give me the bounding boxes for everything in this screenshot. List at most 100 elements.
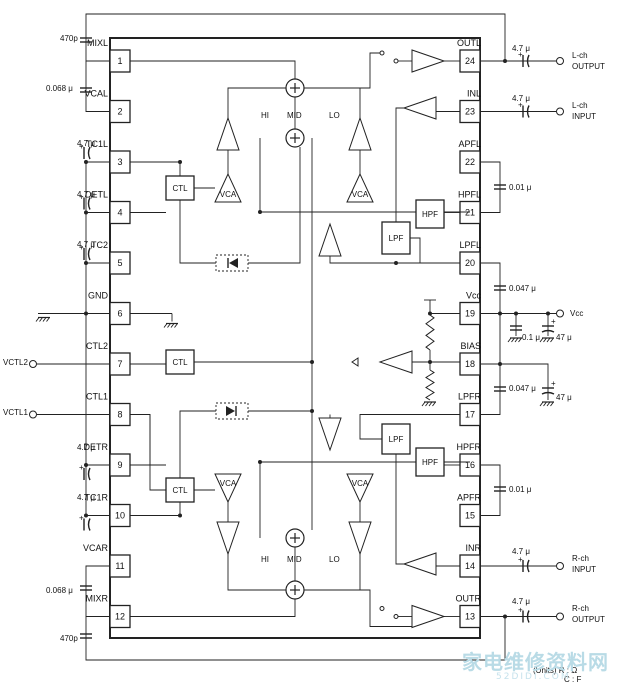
vca-label: VCA (352, 479, 369, 488)
cap-tc2-value: 4.7 μ (77, 240, 95, 249)
cap-inr-plus: + (518, 555, 523, 564)
lo-amp-bottom (348, 521, 372, 556)
junction (428, 360, 432, 364)
w (227, 554, 286, 591)
ctl-middle (165, 349, 195, 375)
pin-label-lpfl: LPFL (459, 240, 481, 250)
cap-tc1l-value: 4.7 μ (77, 139, 95, 148)
undefined-b (87, 146, 91, 160)
pin-number: 17 (465, 410, 475, 420)
w (395, 454, 404, 565)
ground-hatch (514, 337, 519, 343)
pin-label-tc2: TC2 (91, 240, 108, 250)
lpf-bottom (381, 423, 411, 455)
buffer-bottom (318, 417, 342, 452)
cap-outr-plus: + (518, 606, 523, 615)
w (480, 464, 501, 516)
ground-hatch (35, 317, 40, 322)
ground-hatch (543, 401, 547, 407)
ctl-top (165, 175, 195, 201)
pin-number: 5 (117, 258, 122, 268)
lch-input-label: L-ch (572, 101, 588, 110)
cap-01-value: 0.1 μ (522, 333, 540, 342)
cap-470p-top-value: 470p (60, 34, 78, 43)
pin-number: 13 (465, 612, 475, 622)
junction (428, 311, 432, 316)
pin-label-detr: DETR (84, 442, 109, 452)
bias-out-arrow (351, 357, 359, 367)
hi-to-mix (227, 87, 286, 118)
undefined-plus: + (79, 142, 84, 151)
hpf-top-label: HPF (422, 210, 438, 219)
cap-001-left-value: 0.01 μ (509, 183, 532, 192)
pin-label-ctl2: CTL2 (86, 341, 108, 351)
mix-in (130, 60, 296, 79)
cap-47u-bias-b (541, 391, 555, 395)
junction (394, 261, 398, 265)
undefined-b (87, 197, 91, 210)
ground-hatch (546, 401, 551, 407)
cap-tc1r-value: 4.7 μ (77, 493, 95, 502)
vcc-label: Vcc (570, 309, 583, 318)
ground-hatch (46, 317, 50, 322)
cap-47u-vcc-value: 47 μ (556, 333, 572, 342)
junction (258, 210, 262, 214)
cap-0047-right-value: 0.047 μ (509, 384, 536, 393)
cap-47u-bias-value: 47 μ (556, 393, 572, 402)
pin-label-bias: BIAS (460, 341, 481, 351)
switch-top (393, 58, 399, 64)
hpf-bottom (415, 447, 445, 477)
lpf-top-label: LPF (389, 234, 404, 243)
units-label: (Units) (533, 666, 557, 675)
w (130, 414, 166, 491)
pin-number: 9 (117, 460, 122, 470)
undefined-b (87, 247, 91, 261)
switch-bottom (393, 614, 399, 619)
junction (178, 513, 182, 518)
w (304, 589, 412, 627)
diode-top (229, 258, 238, 268)
cap-inl-b (526, 105, 530, 118)
ground-hatch (550, 337, 554, 343)
pin-number: 8 (117, 410, 122, 420)
pin-number: 22 (465, 157, 475, 167)
vca-top-right (346, 172, 374, 203)
ground-hatch (511, 337, 515, 343)
output-amp-bottom (411, 604, 446, 629)
cap-470p-bottom-value: 470p (60, 634, 78, 643)
bias-resistor-bottom (425, 369, 435, 401)
vca-top-left (214, 172, 242, 203)
vcc-terminal (556, 309, 564, 318)
output-amp-top (411, 49, 446, 73)
w (480, 161, 501, 213)
cap-detr-value: 4.7 μ (77, 443, 95, 452)
junction (310, 409, 314, 413)
rch-input-label-2: INPUT (572, 565, 596, 574)
watermark-url: 52DIDI.COM (496, 672, 571, 682)
pin-label-hpfl: HPFL (458, 190, 481, 200)
junction (498, 311, 502, 316)
units-c: C : F (564, 675, 582, 684)
hi-amp-bottom (216, 521, 240, 556)
vctl2-terminal (29, 360, 37, 368)
lch-output-label-2: OUTPUT (572, 62, 605, 71)
label-hi-bottom: HI (261, 555, 269, 564)
pin-label-apfl: APFL (458, 139, 481, 149)
pin-label-inl: INL (467, 89, 481, 99)
ground-hatch (39, 317, 43, 322)
cap-0068-bottom-value: 0.068 μ (46, 586, 73, 595)
w (480, 262, 501, 415)
pin-label-vcc: Vcc (466, 291, 482, 301)
cap-47u-vcc-plus: + (551, 317, 556, 326)
pin-number: 19 (465, 309, 475, 319)
ground-hatch (174, 323, 178, 328)
ground-hatch (421, 401, 426, 407)
bias-resistor-top (425, 314, 435, 351)
pin-number: 24 (465, 56, 475, 66)
pin-number: 16 (465, 460, 475, 470)
pin-number: 3 (117, 157, 122, 167)
pin-label-vcal: VCAL (84, 89, 108, 99)
ground-hatch (425, 401, 429, 407)
ctl-top-label: CTL (172, 184, 188, 193)
w (179, 410, 216, 478)
